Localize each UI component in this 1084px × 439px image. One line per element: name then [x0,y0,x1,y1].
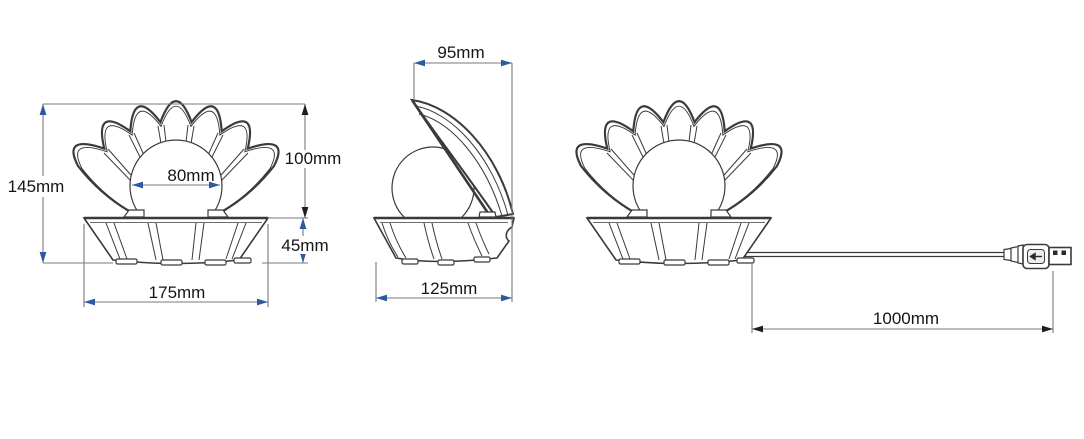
dim-label-base-width: 175mm [149,283,206,302]
cable-arrows [752,325,1053,333]
side-view-dimensions [375,62,513,302]
dim-label-cable-length: 1000mm [873,309,939,328]
usb-logo-icon [1029,252,1042,261]
arrow-right-icon [1042,325,1053,333]
base-ribs [381,222,490,260]
usb-contact-hole [1061,250,1066,255]
arrow-up-icon [301,104,309,115]
side-view [372,98,515,266]
arrow-left-icon [752,325,763,333]
arrow-right-icon [209,181,220,189]
dim-label-shell-height: 100mm [285,149,342,168]
lid-underside-edge [410,99,492,217]
dim-label-total-height: 145mm [8,177,65,196]
lid-outline [409,98,515,219]
usb-strain-relief [1003,244,1024,265]
arrow-right-icon [501,294,512,302]
side-view-labels: 95mm 125mm [421,43,485,298]
cable-dimensions [751,262,1054,333]
arrow-down-icon [299,252,307,263]
dim-label-base-depth: 125mm [421,279,478,298]
lid-layer-line [418,113,503,217]
dim-label-base-height: 45mm [281,236,328,255]
arrow-left-icon [414,59,425,67]
base-feet [401,256,491,266]
usb-metal-shield [1048,246,1072,266]
dim-label-pearl-diameter: 80mm [167,166,214,185]
usb-contact-hole [1053,250,1058,255]
arrow-left-icon [84,298,95,306]
arrow-down-icon [39,252,47,263]
lid-layer-line [414,105,509,216]
arrow-right-icon [501,59,512,67]
arrow-up-icon [39,104,47,115]
dim-label-top-width: 95mm [437,43,484,62]
side-view-arrows [376,59,512,302]
arrow-left-icon [132,181,143,189]
base-outline [372,217,515,263]
cable-labels: 1000mm [873,309,939,328]
arrow-down-icon [301,207,309,218]
lid-hinge-tab [478,211,497,218]
arrow-left-icon [376,294,387,302]
front-view-with-cable [575,99,1072,270]
front-view-labels: 145mm 100mm 45mm 80mm 175mm [8,149,342,302]
arrow-up-icon [299,218,307,229]
arrow-right-icon [257,298,268,306]
usb-cable [745,251,1004,258]
front-view-arrows [39,104,309,306]
usb-plug-icon [1003,243,1072,270]
